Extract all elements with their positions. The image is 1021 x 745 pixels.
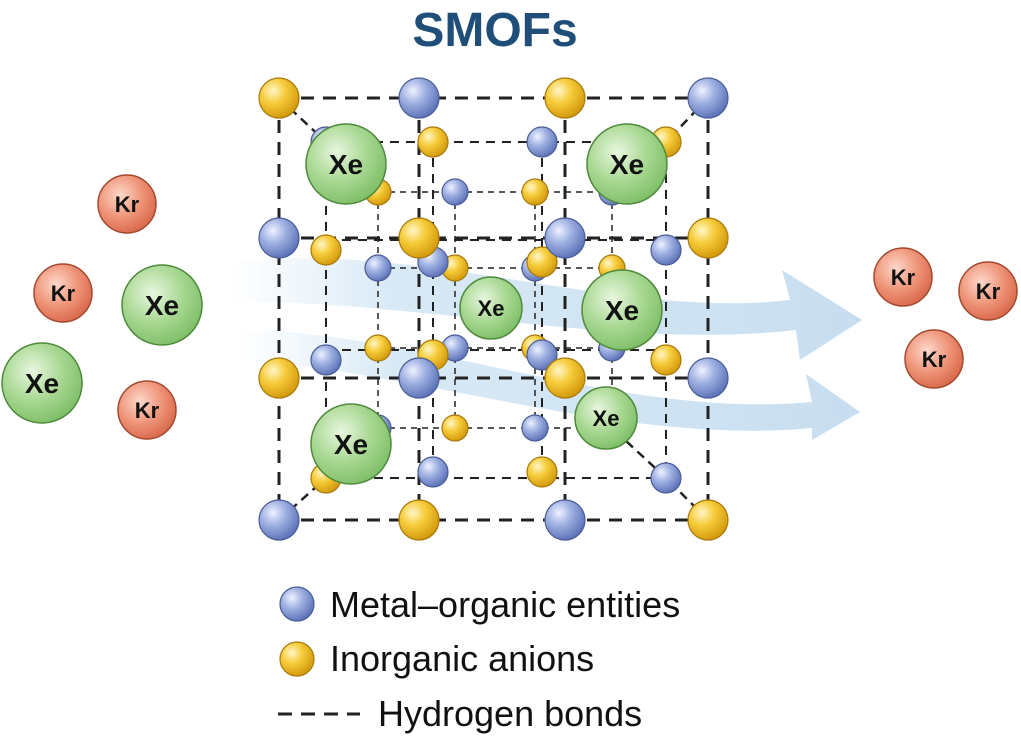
legend-anion-label: Inorganic anions: [330, 638, 594, 679]
metal-organic-node: [441, 178, 469, 206]
metal-organic-node: [687, 357, 729, 399]
inorganic-anion-node: [687, 217, 729, 259]
metal-organic-node: [650, 234, 682, 266]
krypton-atom: Kr: [904, 329, 964, 389]
krypton-label: Kr: [976, 279, 1001, 304]
diagram-title: SMOFs: [412, 4, 577, 57]
metal-organic-node: [417, 456, 449, 488]
xenon-sphere: [574, 386, 638, 450]
metal-organic-node: [526, 126, 558, 158]
metal-organic-node: [364, 254, 392, 282]
flow-arrow-upper: [230, 258, 862, 360]
krypton-label: Kr: [891, 265, 916, 290]
xenon-sphere: [121, 264, 203, 346]
inorganic-anion-node: [650, 344, 682, 376]
krypton-sphere: [117, 380, 177, 440]
xenon-label: Xe: [334, 429, 368, 460]
xenon-label: Xe: [605, 295, 639, 326]
metal-organic-node: [526, 339, 558, 371]
metal-organic-node: [650, 462, 682, 494]
legend-hbond-label: Hydrogen bonds: [378, 693, 642, 734]
inorganic-anion-node: [687, 499, 729, 541]
inorganic-anion-node: [364, 334, 392, 362]
inorganic-anion-node: [526, 246, 558, 278]
xenon-atom: Xe: [574, 386, 638, 450]
smof-lattice: [258, 77, 729, 541]
legend-metal-organic-label: Metal–organic entities: [330, 584, 680, 625]
inorganic-anion-node: [526, 456, 558, 488]
krypton-sphere: [904, 329, 964, 389]
xenon-label: Xe: [478, 296, 505, 321]
inorganic-anion-node: [521, 178, 549, 206]
krypton-label: Kr: [51, 281, 76, 306]
xenon-sphere: [459, 276, 523, 340]
krypton-sphere: [873, 247, 933, 307]
inorganic-anion-node: [417, 126, 449, 158]
legend-anion-icon: [279, 641, 315, 677]
krypton-sphere: [33, 263, 93, 323]
metal-organic-node: [310, 344, 342, 376]
metal-organic-node: [398, 357, 440, 399]
xenon-atom: Xe: [121, 264, 203, 346]
xenon-atom: Xe: [305, 123, 387, 205]
inorganic-anion-node: [544, 77, 586, 119]
krypton-atom: Kr: [33, 263, 93, 323]
legend: Metal–organic entities Inorganic anions …: [278, 584, 680, 734]
inorganic-anion-node: [258, 77, 300, 119]
xenon-sphere: [581, 269, 663, 351]
krypton-atom: Kr: [117, 380, 177, 440]
xenon-sphere: [305, 123, 387, 205]
xenon-atom: Xe: [586, 123, 668, 205]
metal-organic-node: [521, 414, 549, 442]
xenon-sphere: [1, 342, 83, 424]
inorganic-anion-node: [258, 357, 300, 399]
legend-metal-organic-icon: [279, 586, 315, 622]
metal-organic-node: [258, 499, 300, 541]
inorganic-anion-node: [310, 234, 342, 266]
xenon-atom: Xe: [459, 276, 523, 340]
xenon-label: Xe: [329, 149, 363, 180]
inorganic-anion-node: [398, 499, 440, 541]
krypton-atom: Kr: [958, 261, 1018, 321]
metal-organic-node: [544, 499, 586, 541]
xenon-sphere: [586, 123, 668, 205]
xenon-label: Xe: [593, 406, 620, 431]
metal-organic-node: [544, 217, 586, 259]
xenon-atom: Xe: [310, 403, 392, 485]
xenon-sphere: [310, 403, 392, 485]
xenon-label: Xe: [145, 290, 179, 321]
xenon-atom: Xe: [581, 269, 663, 351]
inorganic-anion-node: [398, 217, 440, 259]
krypton-label: Kr: [135, 398, 160, 423]
metal-organic-node: [258, 217, 300, 259]
metal-organic-node: [398, 77, 440, 119]
krypton-sphere: [958, 261, 1018, 321]
metal-organic-node: [687, 77, 729, 119]
krypton-label: Kr: [922, 347, 947, 372]
krypton-sphere: [97, 174, 157, 234]
inorganic-anion-node: [441, 414, 469, 442]
krypton-label: Kr: [115, 192, 140, 217]
krypton-atom: Kr: [97, 174, 157, 234]
xenon-label: Xe: [25, 368, 59, 399]
inorganic-anion-node: [544, 357, 586, 399]
krypton-atom: Kr: [873, 247, 933, 307]
xenon-atom: Xe: [1, 342, 83, 424]
xenon-label: Xe: [610, 149, 644, 180]
